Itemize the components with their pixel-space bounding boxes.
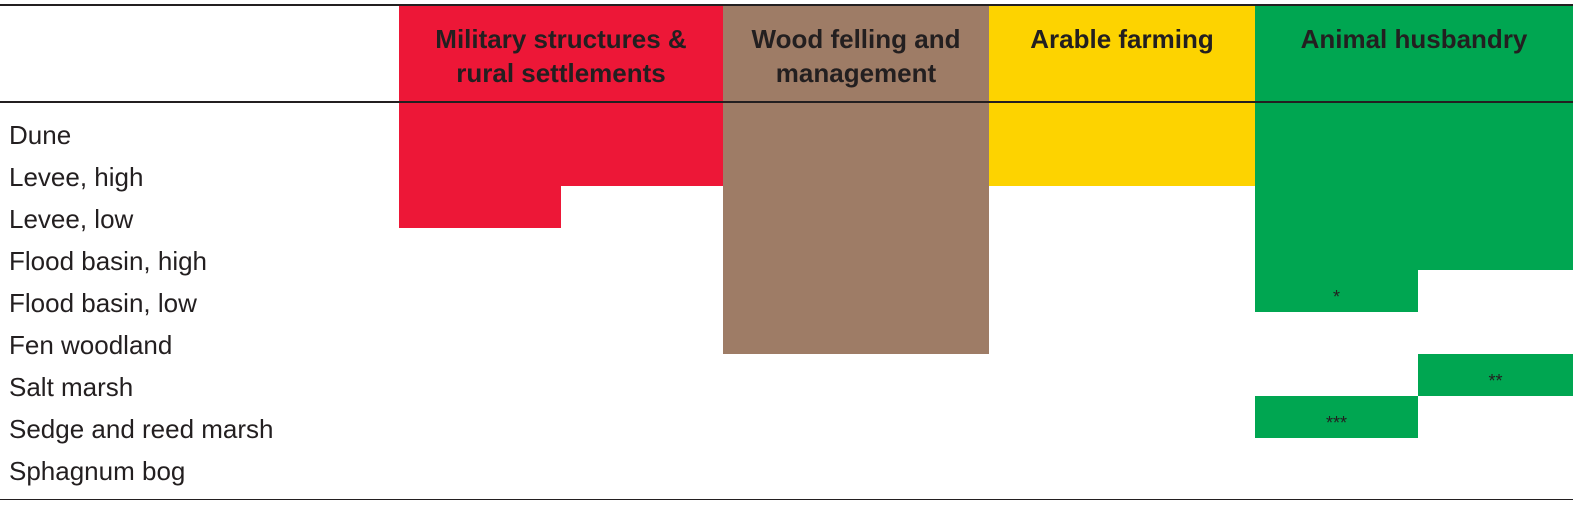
- military-block-levee-low: [399, 186, 561, 228]
- row-label-dune: Dune: [9, 120, 72, 150]
- bottom-rule: [0, 499, 1573, 500]
- wood-felling-block: [723, 102, 989, 354]
- row-label-fen-woodland: Fen woodland: [9, 330, 173, 360]
- column-header-arable: Arable farming: [989, 6, 1255, 102]
- animal-block-main: [1255, 102, 1573, 270]
- header-text: rural settlements: [456, 58, 666, 88]
- annotation-single-asterisk: *: [1332, 287, 1340, 307]
- row-label-sphagnum-bog: Sphagnum bog: [9, 456, 186, 486]
- arable-block: [989, 102, 1255, 186]
- row-label-flood-basin-high: Flood basin, high: [9, 246, 208, 276]
- annotation-triple-asterisk: ***: [1325, 413, 1347, 433]
- column-header-military: Military structures & rural settlements: [399, 6, 723, 102]
- header-text: Military structures &: [435, 24, 687, 54]
- header-text: Animal husbandry: [1300, 24, 1528, 54]
- animal-block-salt-marsh: **: [1418, 354, 1573, 396]
- row-label-salt-marsh: Salt marsh: [9, 372, 134, 402]
- row-label-levee-high: Levee, high: [9, 162, 144, 192]
- row-label-sedge-reed-marsh: Sedge and reed marsh: [9, 414, 274, 444]
- animal-block-sedge-marsh: ***: [1255, 396, 1418, 438]
- header-rule: [0, 101, 1573, 103]
- row-label-flood-basin-low: Flood basin, low: [9, 288, 197, 318]
- header-text: Wood felling and: [751, 24, 961, 54]
- header-text: management: [775, 58, 937, 88]
- animal-block-flood-basin-low: *: [1255, 270, 1418, 312]
- top-rule: [0, 4, 1573, 6]
- annotation-double-asterisk: **: [1488, 371, 1503, 391]
- header-text: Arable farming: [1030, 24, 1214, 54]
- military-block-dune-levee-high: [399, 102, 723, 186]
- row-label-levee-low: Levee, low: [9, 204, 134, 234]
- column-header-wood-felling: Wood felling and management: [723, 6, 989, 102]
- column-header-animal: Animal husbandry: [1255, 6, 1573, 102]
